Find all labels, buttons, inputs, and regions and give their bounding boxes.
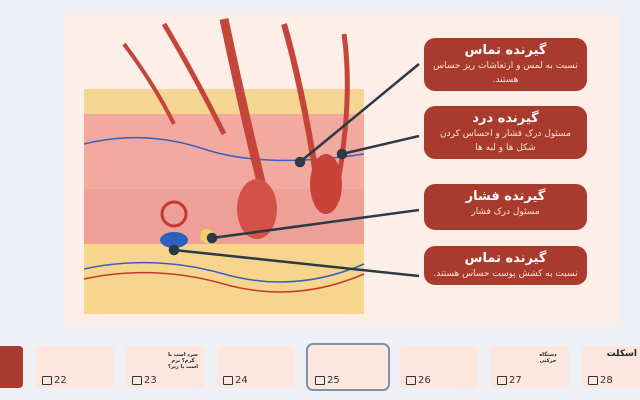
thumbnail-21[interactable] bbox=[0, 346, 23, 388]
thumbnail-28[interactable]: اسکلت 28 bbox=[582, 346, 640, 388]
slide-number: 23 bbox=[144, 375, 157, 386]
slide-canvas[interactable]: گیرنده تماس نسبت به لمس و ارتعاشات ریز ح… bbox=[64, 14, 618, 326]
slide-thumbnail-strip: 22 سرد است یا گرم؟ نرم است یا زبر؟23 24 … bbox=[0, 343, 640, 391]
thumbnail-26[interactable]: 26 bbox=[400, 346, 478, 388]
slide-icon bbox=[406, 376, 416, 385]
thumbnail-22[interactable]: 22 bbox=[36, 346, 114, 388]
thumb-title: دستگاه حرکتی bbox=[539, 352, 557, 364]
slide-number: 26 bbox=[418, 375, 431, 386]
thumbnail-25[interactable]: 25 bbox=[306, 343, 390, 391]
box-desc: مسئول درک فشار bbox=[471, 207, 540, 217]
slide-number: 22 bbox=[54, 375, 67, 386]
box-title: گیرنده درد bbox=[472, 111, 539, 126]
slide-number: 25 bbox=[327, 375, 340, 386]
slide-icon bbox=[42, 376, 52, 385]
info-box-touch[interactable]: گیرنده تماس نسبت به لمس و ارتعاشات ریز ح… bbox=[424, 38, 587, 91]
info-box-pressure[interactable]: گیرنده فشار مسئول درک فشار bbox=[424, 184, 587, 230]
box-title: گیرنده تماس bbox=[464, 251, 547, 266]
thumbnail-23[interactable]: سرد است یا گرم؟ نرم است یا زبر؟ 23 bbox=[126, 346, 204, 388]
slide-icon bbox=[132, 376, 142, 385]
thumbnail-24[interactable]: 24 bbox=[217, 346, 295, 388]
box-title: گیرنده تماس bbox=[464, 43, 547, 58]
info-box-stretch[interactable]: گیرنده تماس نسبت به کشش پوست حساس هستند. bbox=[424, 246, 587, 285]
box-desc: نسبت به لمس و ارتعاشات ریز حساس هستند. bbox=[433, 61, 578, 85]
thumbnail-27[interactable]: دستگاه حرکتی 27 bbox=[491, 346, 569, 388]
slide-icon bbox=[223, 376, 233, 385]
skin-illustration bbox=[83, 18, 420, 314]
slide-icon bbox=[588, 376, 598, 385]
info-box-pain[interactable]: گیرنده درد مسئول درک فشار و احساس کردن ش… bbox=[424, 106, 587, 159]
box-desc: نسبت به کشش پوست حساس هستند. bbox=[433, 269, 578, 279]
box-title: گیرنده فشار bbox=[465, 189, 546, 204]
slide-number: 27 bbox=[509, 375, 522, 386]
box-desc: مسئول درک فشار و احساس کردن شکل ها و لبه… bbox=[440, 129, 571, 153]
thumb-title: سرد است یا گرم؟ نرم است یا زبر؟ bbox=[168, 352, 198, 370]
slide-icon bbox=[315, 376, 325, 385]
slide-number: 24 bbox=[235, 375, 248, 386]
slide-number: 28 bbox=[600, 375, 613, 386]
slide-icon bbox=[497, 376, 507, 385]
thumb-title: اسکلت bbox=[606, 349, 637, 359]
